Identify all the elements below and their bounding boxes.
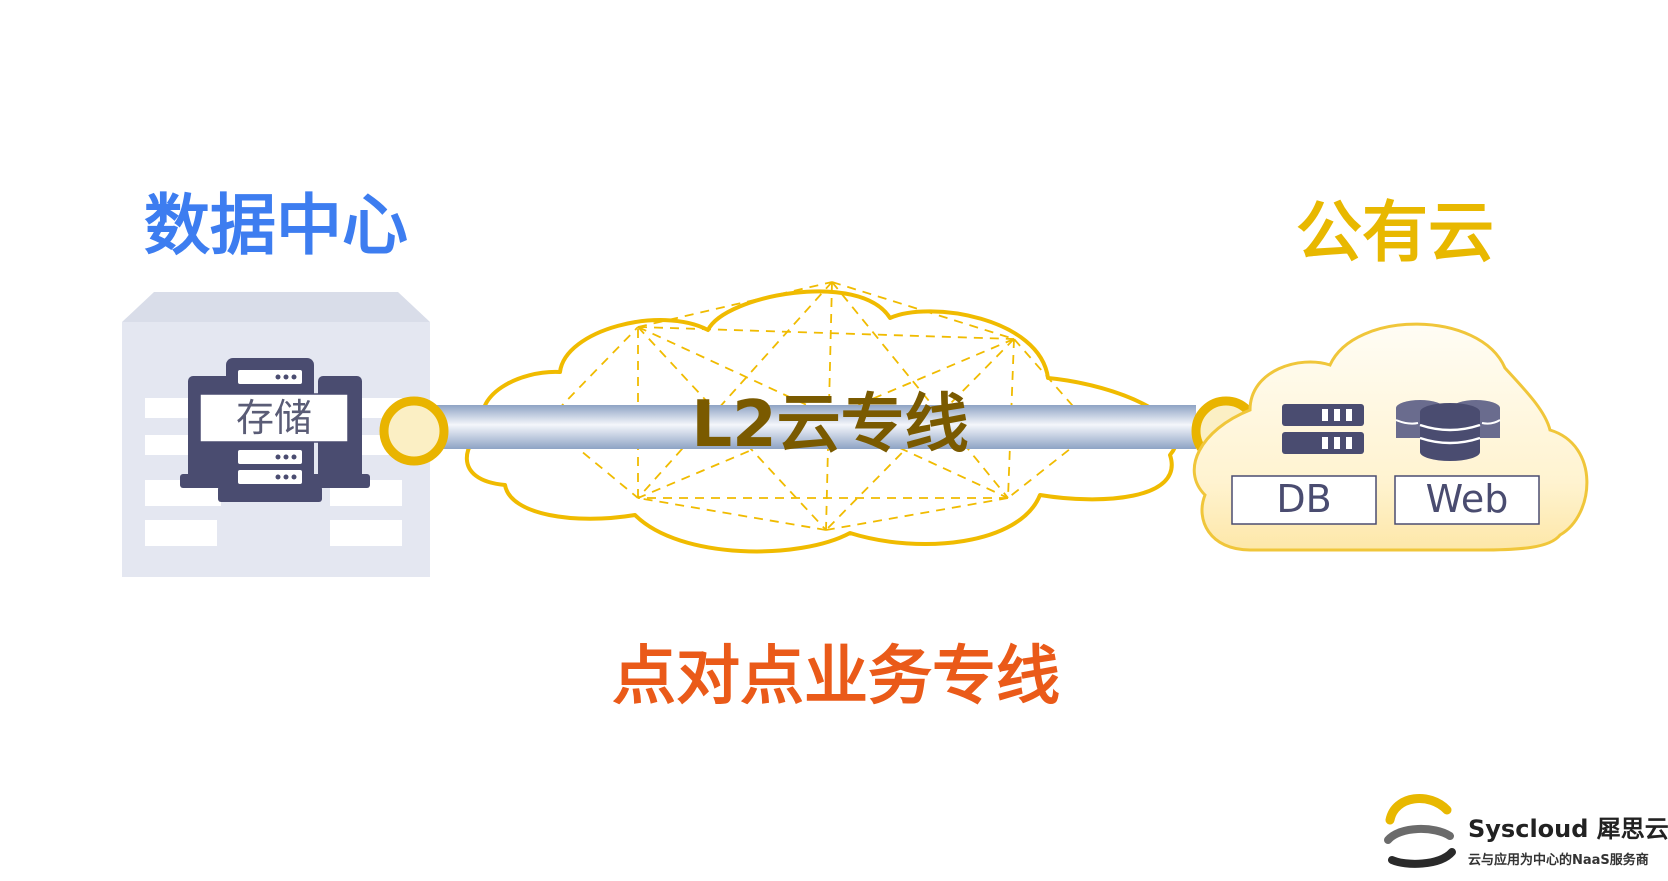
web-label-box — [1394, 475, 1540, 525]
storage-label: 存储 — [236, 396, 312, 440]
diagram-caption: 点对点业务专线 — [612, 640, 1060, 714]
db-label: DB — [1276, 477, 1331, 521]
logo-tagline: 云与应用为中心的NaaS服务商 — [1468, 852, 1649, 868]
database-icon — [1395, 400, 1501, 461]
syscloud-logo-icon — [1384, 794, 1456, 868]
left-connector-node — [379, 396, 449, 466]
storage-server-icon — [180, 358, 370, 502]
db-label-box — [1231, 475, 1377, 525]
l2-link-label: L2云专线 — [691, 388, 968, 462]
dedicated-line-tube — [436, 405, 1196, 449]
web-label: Web — [1426, 477, 1509, 521]
public-cloud-title: 公有云 — [1296, 194, 1494, 271]
data-center-title: 数据中心 — [144, 187, 408, 264]
server-rack-icon — [1282, 404, 1364, 454]
logo-name: Syscloud 犀思云 — [1468, 815, 1668, 843]
